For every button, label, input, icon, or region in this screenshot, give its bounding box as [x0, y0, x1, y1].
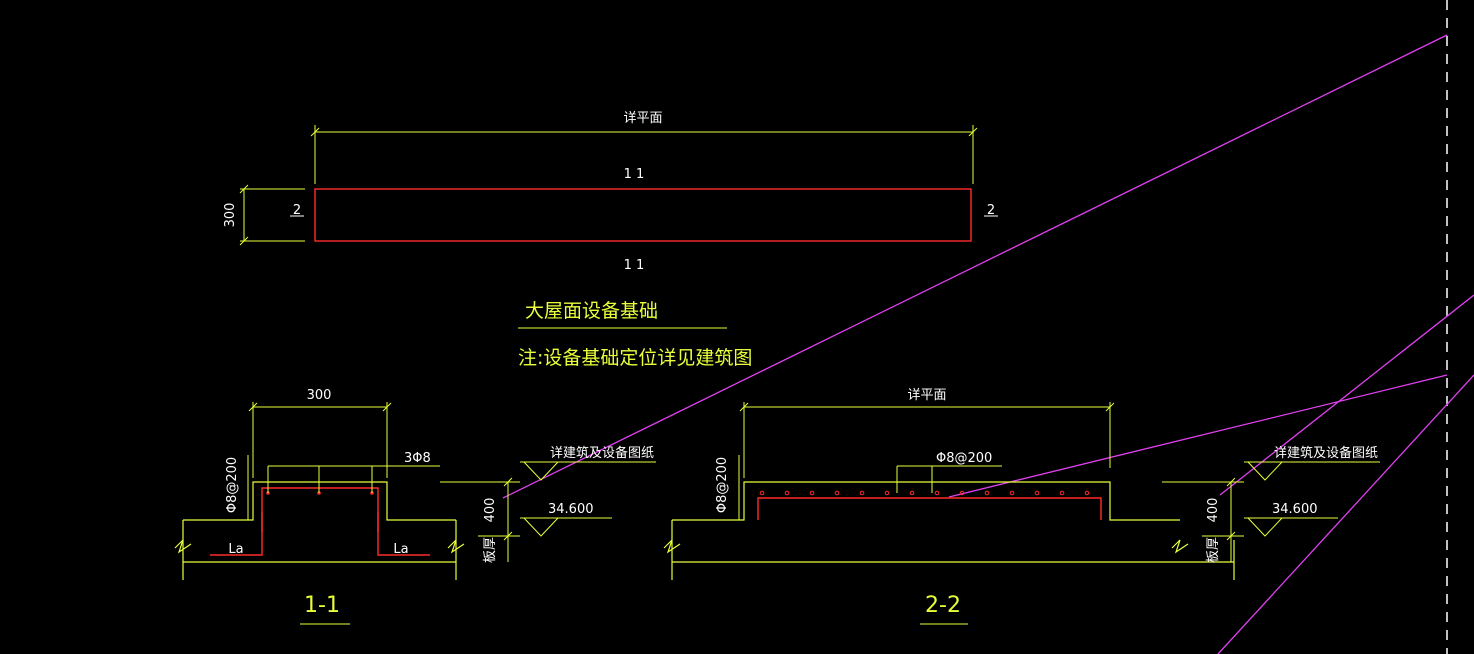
sec1-height-label: 400 — [483, 498, 498, 523]
sec2-slab-label: 板厚 — [1206, 537, 1221, 563]
sec2-elevation-marks — [1162, 461, 1380, 562]
section-1-1: 300 La La 3Φ8 — [174, 388, 656, 625]
sec1-width-label: 300 — [307, 388, 332, 403]
sec2-elevation-label: 34.600 — [1272, 502, 1318, 517]
section-2-2: 详平面 — [663, 388, 1380, 625]
plan-cut-2-right: 2 — [987, 203, 995, 218]
sec1-top-bars-leader — [267, 465, 440, 493]
sec2-width-dimension — [739, 402, 1115, 478]
sec2-stirrup-label: Φ8@200 — [715, 457, 730, 513]
plan-left-dimension — [239, 184, 305, 246]
plan-cut-2-left: 2 — [293, 203, 301, 218]
plan-top-dimension — [310, 125, 978, 184]
sec2-height-label: 400 — [1206, 498, 1221, 523]
sec1-concrete-outline — [174, 481, 465, 580]
sec1-rebar-dots — [266, 491, 374, 495]
drawing-title: 大屋面设备基础 — [525, 300, 658, 322]
sec1-elevation-label: 34.600 — [548, 502, 594, 517]
drawing-note: 注:设备基础定位详见建筑图 — [518, 347, 752, 369]
sec2-rebar-dots — [759, 490, 1090, 496]
magenta-line-1 — [502, 34, 1448, 499]
sec2-ref-note: 详建筑及设备图纸 — [1274, 445, 1378, 461]
sec1-section-label: 1-1 — [304, 593, 340, 618]
sec2-top-bars-leader — [896, 465, 1002, 493]
plan-view: 详平面 300 1 1 1 1 2 2 — [223, 111, 998, 273]
sec1-elevation-marks — [440, 461, 656, 562]
magenta-line-2 — [948, 374, 1448, 498]
magenta-line-3 — [1219, 294, 1474, 496]
sec1-ref-note: 详建筑及设备图纸 — [550, 445, 654, 461]
magenta-guide-lines — [502, 34, 1474, 654]
plan-left-dim-label: 300 — [223, 203, 238, 228]
sec1-anchor-right: La — [393, 542, 408, 557]
sec2-rebar — [757, 497, 1102, 520]
sec2-width-label: 详平面 — [907, 388, 946, 403]
sec2-concrete-outline — [663, 481, 1235, 580]
sec1-slab-label: 板厚 — [483, 537, 498, 563]
sec1-width-dimension — [248, 402, 392, 478]
sec1-top-bars-label: 3Φ8 — [404, 451, 431, 466]
plan-cut-1-top: 1 1 — [624, 167, 645, 182]
sec1-anchor-left: La — [228, 542, 243, 557]
sec1-rebar — [210, 487, 430, 556]
sec2-top-bars-label: Φ8@200 — [936, 451, 992, 466]
sec1-stirrup-label: Φ8@200 — [225, 457, 240, 513]
sec2-section-label: 2-2 — [925, 593, 961, 618]
plan-cut-1-bottom: 1 1 — [624, 258, 645, 273]
plan-top-dim-label: 详平面 — [623, 111, 662, 126]
plan-foundation-outline — [314, 188, 972, 242]
magenta-line-4 — [1217, 374, 1474, 654]
